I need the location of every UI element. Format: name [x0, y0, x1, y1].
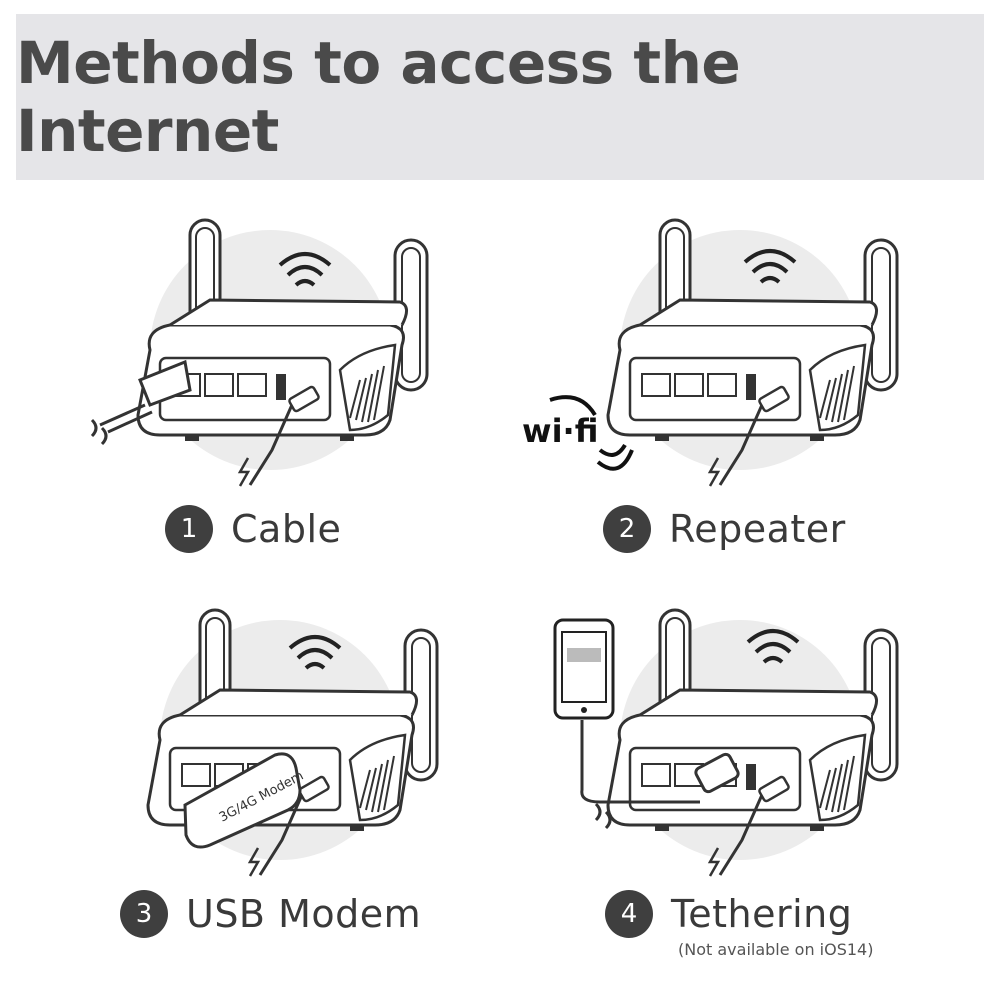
- usb-cable-icon: [580, 720, 740, 830]
- router-icon: 3G/4G Modem: [146, 608, 439, 878]
- usb-modem-icon: 3G/4G Modem: [183, 752, 306, 849]
- method-label: Repeater: [669, 507, 846, 551]
- method-panel-usb-modem: 3G/4G Modem 3 USB Modem: [0, 590, 500, 990]
- method-panel-cable: 1 Cable: [0, 200, 500, 600]
- step-number: 2: [603, 505, 651, 553]
- step-number: 3: [120, 890, 168, 938]
- router-icon: [90, 218, 429, 488]
- wifi-logo-text: wi·fi: [522, 412, 598, 450]
- availability-note: (Not available on iOS14): [678, 940, 874, 959]
- step-number: 4: [605, 890, 653, 938]
- wifi-logo-icon: [549, 395, 634, 471]
- method-label: Cable: [231, 507, 342, 551]
- ethernet-cable-icon: [90, 359, 192, 446]
- method-label: USB Modem: [186, 892, 422, 936]
- router-icon: [553, 608, 899, 878]
- title-banner: Methods to access the Internet: [16, 14, 984, 180]
- step-number: 1: [165, 505, 213, 553]
- method-label: Tethering: [671, 892, 853, 936]
- smartphone-icon: [553, 618, 615, 720]
- method-panel-repeater: wi·fi 2 Repeater: [500, 200, 1000, 600]
- page-title: Methods to access the Internet: [16, 29, 741, 165]
- router-icon: wi·fi: [522, 218, 899, 488]
- method-panel-tethering: 4 Tethering: [500, 590, 1000, 990]
